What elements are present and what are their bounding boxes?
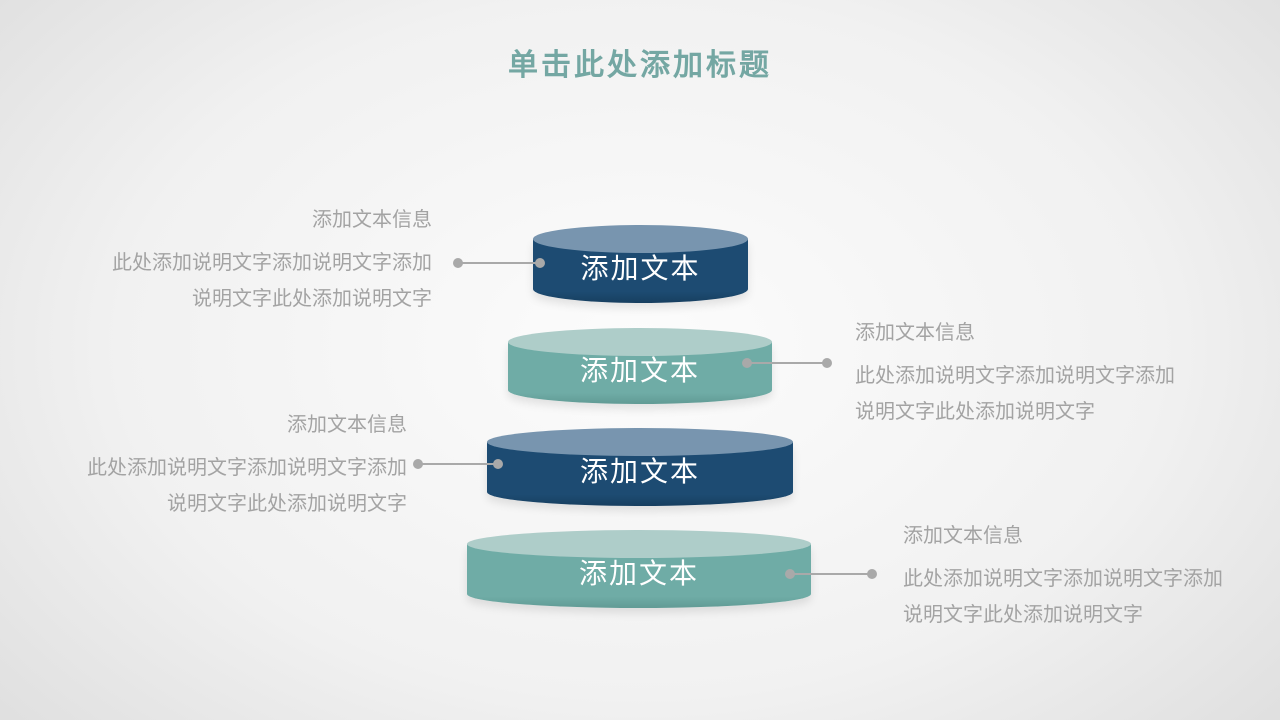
callout-4-line2: 说明文字此处添加说明文字	[903, 604, 1143, 626]
cylinder-2[interactable]: 添加文本	[508, 328, 772, 404]
callout-4[interactable]: 添加文本信息 此处添加说明文字添加说明文字添加 说明文字此处添加说明文字	[903, 518, 1223, 633]
cylinder-3-top-ellipse	[487, 428, 793, 456]
cylinder-2-top-ellipse	[508, 328, 772, 356]
cylinder-3-label[interactable]: 添加文本	[579, 456, 700, 487]
connector-2-cylinder-dot	[742, 358, 752, 368]
cylinder-4-top-ellipse	[467, 530, 811, 558]
connector-3-cylinder-dot	[493, 459, 503, 469]
callout-4-line1: 此处添加说明文字添加说明文字添加	[903, 568, 1223, 590]
connector-4-cylinder-dot	[785, 569, 795, 579]
callout-2[interactable]: 添加文本信息 此处添加说明文字添加说明文字添加 说明文字此处添加说明文字	[855, 315, 1175, 430]
connector-4-line	[785, 569, 877, 579]
callout-4-heading: 添加文本信息	[903, 525, 1023, 547]
callout-1-line2: 说明文字此处添加说明文字	[192, 288, 432, 310]
cylinder-1[interactable]: 添加文本	[533, 225, 748, 303]
connector-1-outer-dot	[453, 258, 463, 268]
cylinder-4-label[interactable]: 添加文本	[578, 558, 699, 589]
callout-3-line2: 说明文字此处添加说明文字	[167, 493, 407, 515]
callout-1[interactable]: 添加文本信息 此处添加说明文字添加说明文字添加 说明文字此处添加说明文字	[112, 202, 432, 317]
slide-title-placeholder[interactable]: 单击此处添加标题	[508, 49, 772, 82]
callout-2-line2: 说明文字此处添加说明文字	[855, 401, 1095, 423]
callout-2-heading: 添加文本信息	[855, 322, 975, 344]
cylinder-1-label[interactable]: 添加文本	[580, 253, 701, 284]
callout-3-line1: 此处添加说明文字添加说明文字添加	[87, 457, 407, 479]
callout-3[interactable]: 添加文本信息 此处添加说明文字添加说明文字添加 说明文字此处添加说明文字	[87, 407, 407, 522]
connector-3-line	[413, 459, 503, 469]
connector-1-line	[453, 258, 545, 268]
connector-3-outer-dot	[413, 459, 423, 469]
connector-2-line	[742, 358, 832, 368]
cylinder-4[interactable]: 添加文本	[467, 530, 811, 608]
connector-2-outer-dot	[822, 358, 832, 368]
cylinder-1-top-ellipse	[533, 225, 748, 253]
callout-3-heading: 添加文本信息	[287, 414, 407, 436]
callout-2-line1: 此处添加说明文字添加说明文字添加	[855, 365, 1175, 387]
cylinder-2-label[interactable]: 添加文本	[579, 355, 700, 386]
callout-1-heading: 添加文本信息	[312, 209, 432, 231]
callout-1-line1: 此处添加说明文字添加说明文字添加	[112, 252, 432, 274]
cylinder-3[interactable]: 添加文本	[487, 428, 793, 506]
connector-4-outer-dot	[867, 569, 877, 579]
connector-1-cylinder-dot	[535, 258, 545, 268]
